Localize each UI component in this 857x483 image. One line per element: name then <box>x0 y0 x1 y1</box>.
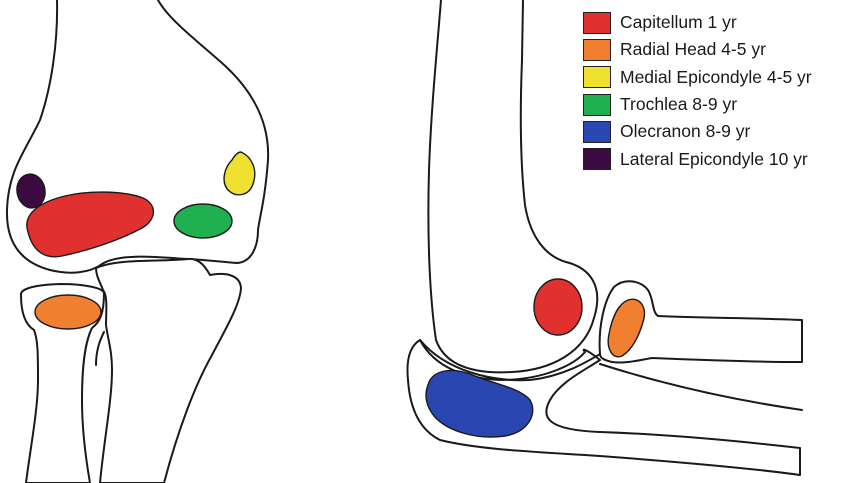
legend-item-olecranon: Olecranon 8-9 yr <box>583 118 812 145</box>
legend-label-capitellum: Capitellum 1 yr <box>620 12 737 33</box>
legend-item-capitellum: Capitellum 1 yr <box>583 9 812 36</box>
legend: Capitellum 1 yr Radial Head 4-5 yr Medial … <box>583 9 812 173</box>
legend-label-medial-epicondyle: Medial Epicondyle 4-5 yr <box>620 67 812 88</box>
legend-label-lateral-epicondyle: Lateral Epicondyle 10 yr <box>620 149 808 170</box>
ap-view <box>7 0 268 483</box>
legend-label-olecranon: Olecranon 8-9 yr <box>620 121 750 142</box>
legend-label-radial-head: Radial Head 4-5 yr <box>620 39 766 60</box>
lateral-forearm-line <box>600 364 802 410</box>
ap-ulna <box>96 259 241 483</box>
ap-radial-head <box>35 295 101 329</box>
legend-item-lateral-epicondyle: Lateral Epicondyle 10 yr <box>583 145 812 172</box>
ap-radioulnar-line <box>96 332 104 365</box>
legend-swatch-lateral-epicondyle <box>583 148 611 170</box>
legend-item-radial-head: Radial Head 4-5 yr <box>583 36 812 63</box>
legend-swatch-trochlea <box>583 94 611 116</box>
legend-swatch-olecranon <box>583 121 611 143</box>
legend-swatch-medial-epicondyle <box>583 66 611 88</box>
legend-label-trochlea: Trochlea 8-9 yr <box>620 94 737 115</box>
legend-swatch-capitellum <box>583 12 611 34</box>
legend-item-medial-epicondyle: Medial Epicondyle 4-5 yr <box>583 64 812 91</box>
legend-swatch-radial-head <box>583 39 611 61</box>
legend-item-trochlea: Trochlea 8-9 yr <box>583 91 812 118</box>
lateral-capitellum <box>534 279 582 335</box>
ap-trochlea <box>174 204 232 238</box>
